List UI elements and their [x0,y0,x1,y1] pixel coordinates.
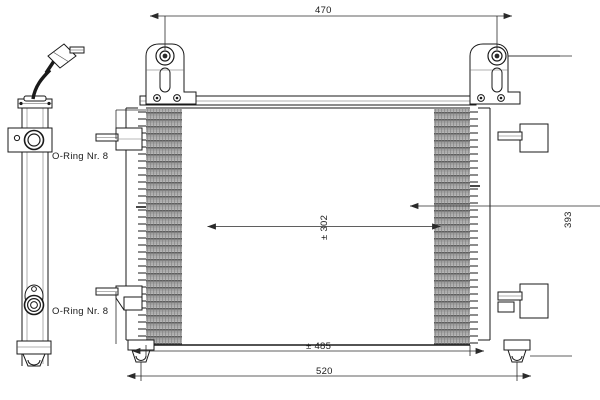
profile-upper-port-bolt-hole [13,134,21,142]
dimension-label-470: 470 [315,5,332,16]
bracket-right-slot [491,67,503,93]
core-fin-block-right-vertical-texture [434,109,470,345]
core-outlet-lower-step [123,296,143,311]
profile-lower-port-ring-inner [30,301,38,309]
profile-collar-bolt-right [47,101,51,106]
right-side-tank [497,123,549,319]
core-measure-ticks [136,185,480,208]
profile-collar-bolt-left [19,101,23,106]
mounting-bracket-right [469,43,521,105]
bracket-right-mount-hole-center [494,53,500,59]
profile-bottom-drain-plug [22,353,46,367]
bracket-left-slot [159,67,171,93]
bracket-left-mount-hole-center [162,53,168,59]
dimension-label-302: ± 302 [319,214,330,240]
bracket-left-rivet-2-center [175,96,179,100]
profile-bottom-drain-arc [27,359,41,366]
bracket-right-rivet-2-center [499,96,503,100]
right-tank-lower-step [497,301,515,313]
bracket-left-rivet-1-center [155,96,159,100]
profile-inlet-flange-block [47,43,77,69]
core-outlet-fitting-lower [95,285,143,311]
side-profile-view [7,43,85,367]
right-tank-upper-block [519,123,549,153]
profile-bottom-bracket [16,340,52,355]
core-drain-plug-right [503,339,531,363]
mounting-bracket-left [145,43,197,105]
annotation-oring-top: O-Ring Nr. 8 [52,151,109,162]
core-inlet-fitting-upper [95,127,143,151]
dimension-lines [115,12,600,381]
profile-upper-port-ring-inner [27,133,41,147]
core-tube-ends-right [470,111,478,344]
profile-flange-edge-line [52,51,70,63]
bracket-right-rivet-1-center [479,96,483,100]
right-tank-lower-block [519,283,549,319]
core-fin-block-left-vertical-texture [146,109,182,345]
dimension-label-393: 393 [563,211,574,228]
core-assembly [125,95,491,346]
dimension-label-520: 520 [316,366,333,377]
dimension-label-485: ± 485 [306,341,332,352]
annotation-oring-bottom: O-Ring Nr. 8 [52,306,109,317]
profile-lower-port-bolt-hole [31,286,37,292]
